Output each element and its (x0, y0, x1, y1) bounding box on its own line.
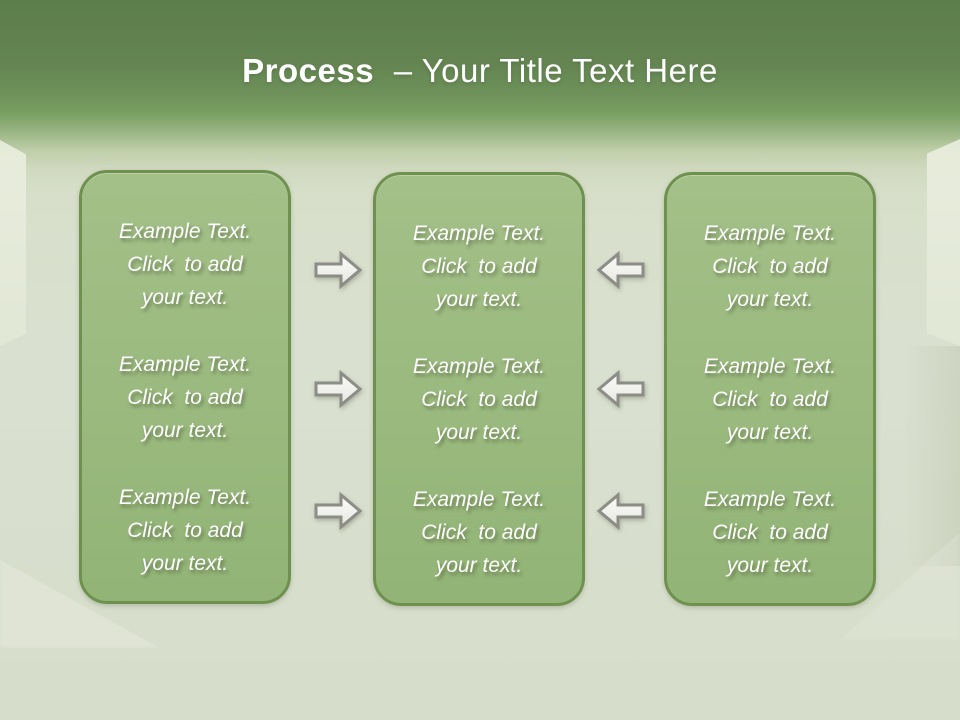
background-wall-shade-right (880, 346, 960, 566)
process-box-right-content: Example Text. Click to add your text. Ex… (667, 175, 873, 603)
text-placeholder[interactable]: Example Text. Click to add your text. (412, 488, 546, 577)
arrow-left-icon (596, 369, 645, 409)
text-placeholder[interactable]: Example Text. Click to add your text. (703, 488, 837, 577)
arrow-right-icon (314, 491, 363, 531)
process-box-left-content: Example Text. Click to add your text. Ex… (82, 173, 288, 601)
arrow-right-icon (314, 369, 363, 409)
process-box-left[interactable]: Example Text. Click to add your text. Ex… (79, 170, 291, 604)
arrow-left-icon (596, 250, 645, 290)
process-box-center-content: Example Text. Click to add your text. Ex… (376, 175, 582, 603)
text-placeholder[interactable]: Example Text. Click to add your text. (412, 222, 546, 311)
text-placeholder[interactable]: Example Text. Click to add your text. (118, 486, 252, 575)
background-wall-panel-right (927, 139, 960, 346)
slide-title: Process – Your Title Text Here (0, 52, 960, 90)
slide-title-keyword: Process (242, 52, 375, 89)
text-placeholder[interactable]: Example Text. Click to add your text. (412, 355, 546, 444)
process-box-right[interactable]: Example Text. Click to add your text. Ex… (664, 172, 876, 606)
text-placeholder[interactable]: Example Text. Click to add your text. (703, 355, 837, 444)
text-placeholder[interactable]: Example Text. Click to add your text. (703, 222, 837, 311)
text-placeholder[interactable]: Example Text. Click to add your text. (118, 220, 252, 309)
background-wall-panel-left (0, 140, 26, 346)
text-placeholder[interactable]: Example Text. Click to add your text. (118, 353, 252, 442)
process-box-center[interactable]: Example Text. Click to add your text. Ex… (373, 172, 585, 606)
slide-title-rest: – Your Title Text Here (393, 52, 718, 89)
arrow-right-icon (314, 250, 363, 290)
arrow-left-icon (596, 491, 645, 531)
